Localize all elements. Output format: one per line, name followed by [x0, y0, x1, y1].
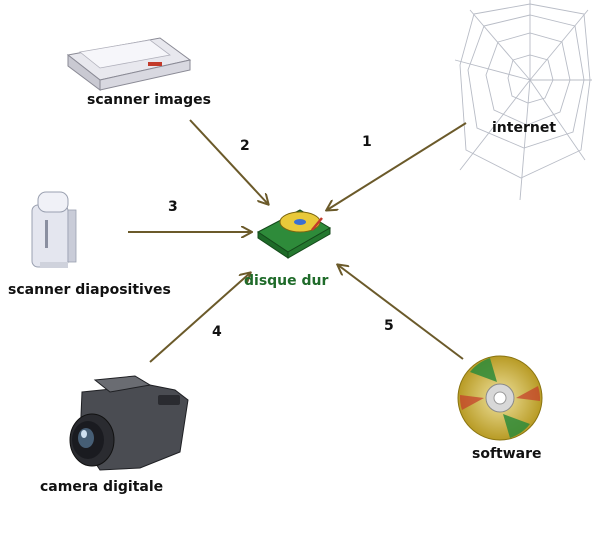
- arrow-4: [149, 273, 250, 363]
- label-scanner-diapositives: scanner diapositives: [8, 282, 171, 298]
- cd-icon: [457, 355, 543, 441]
- spider-web-icon: [454, 0, 592, 201]
- hard-disk-icon: [257, 209, 331, 259]
- flatbed-scanner-icon: [66, 37, 192, 91]
- label-camera-digitale: camera digitale: [40, 479, 164, 495]
- label-scanner-images: scanner images: [87, 92, 211, 108]
- arrow-1: [327, 122, 467, 210]
- arrow-5: [338, 265, 464, 360]
- label-internet: internet: [492, 120, 557, 136]
- arrow-3-number: 3: [168, 199, 178, 215]
- arrow-2: [189, 119, 268, 204]
- arrow-2-number: 2: [240, 138, 250, 154]
- label-disque-dur: disque dur: [244, 273, 329, 289]
- arrow-4-number: 4: [212, 324, 222, 340]
- slide-scanner-icon: [31, 191, 77, 268]
- camera-icon: [69, 375, 189, 471]
- arrow-1-number: 1: [362, 134, 372, 150]
- arrow-5-number: 5: [384, 318, 394, 334]
- label-software: software: [472, 446, 542, 462]
